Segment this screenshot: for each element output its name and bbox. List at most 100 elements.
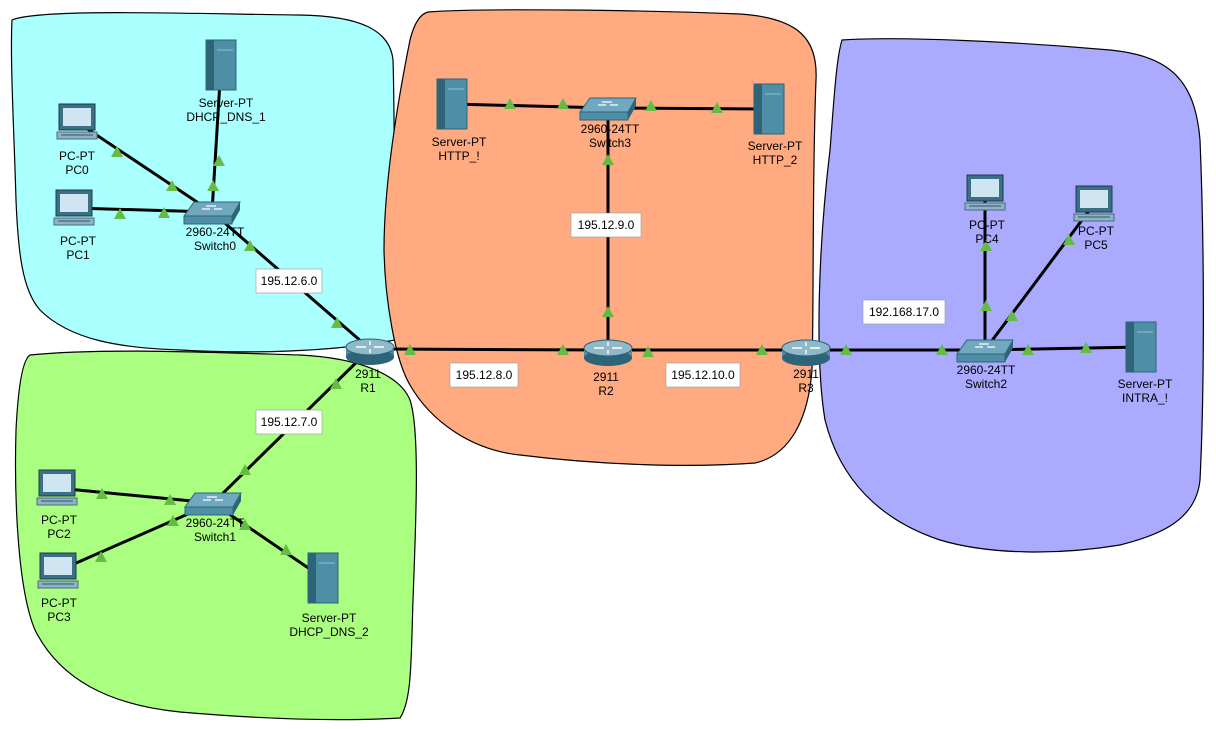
devices-layer: PC-PTPC0PC-PTPC1PC-PTPC2PC-PTPC3PC-PTPC4… — [36, 39, 1173, 639]
network-address: 195.12.7.0 — [261, 415, 318, 429]
server-icon — [307, 552, 339, 604]
port-up-indicator — [602, 154, 614, 165]
intra-model-label: Server-PT — [1118, 377, 1173, 391]
port-up-indicator — [114, 208, 126, 219]
network-address: 195.12.9.0 — [578, 218, 635, 232]
http2-model-label: Server-PT — [748, 139, 803, 153]
network-label: 195.12.8.0 — [449, 362, 519, 388]
port-up-indicator — [1063, 234, 1075, 245]
sw2-name-label: Switch2 — [965, 377, 1007, 391]
port-up-indicator — [331, 317, 343, 328]
r1-model-label: 2911 — [355, 367, 381, 381]
network-labels-layer: 195.12.6.0195.12.7.0195.12.8.0195.12.9.0… — [255, 212, 946, 435]
port-up-indicator — [166, 180, 178, 191]
pc2-name-label: PC2 — [47, 527, 71, 541]
port-up-indicator — [1080, 342, 1092, 353]
pc2-model-label: PC-PT — [41, 513, 78, 527]
port-up-indicator — [158, 207, 170, 218]
port-up-indicator — [1022, 344, 1034, 355]
pc-icon — [56, 103, 98, 140]
zone-blue — [818, 38, 1204, 553]
port-up-indicator — [756, 344, 768, 355]
port-up-indicator — [330, 378, 342, 389]
link-http2-sw3 — [607, 106, 770, 111]
switch-icon — [183, 201, 241, 225]
port-up-indicator — [280, 544, 292, 555]
router-icon — [345, 338, 395, 365]
dhcp1-model-label: Server-PT — [199, 96, 254, 110]
router-icon — [781, 339, 831, 366]
dhcp1-name-label: DHCP_DNS_1 — [186, 110, 266, 124]
network-address: 192.168.17.0 — [869, 305, 939, 319]
sw0-name-label: Switch0 — [194, 239, 236, 253]
port-up-indicator — [504, 98, 516, 109]
pc3-model-label: PC-PT — [41, 596, 78, 610]
network-label: 195.12.7.0 — [255, 409, 323, 435]
dhcp2-name-label: DHCP_DNS_2 — [289, 625, 369, 639]
port-up-indicator — [711, 102, 723, 113]
server-icon — [753, 83, 785, 135]
port-up-indicator — [642, 346, 654, 357]
pc5-name-label: PC5 — [1084, 238, 1108, 252]
pc1-name-label: PC1 — [66, 248, 90, 262]
network-label: 195.12.9.0 — [570, 212, 642, 238]
sw1-model-label: 2960-24TT — [186, 516, 245, 530]
server-icon — [436, 78, 468, 130]
port-up-indicator — [557, 98, 569, 109]
port-up-indicator — [980, 300, 992, 311]
sw2-model-label: 2960-24TT — [957, 363, 1016, 377]
port-up-indicator — [936, 344, 948, 355]
port-up-indicator — [213, 155, 225, 166]
port-up-indicator — [980, 240, 992, 251]
pc4-name-label: PC4 — [975, 232, 999, 246]
switch-icon — [579, 97, 637, 121]
r1-name-label: R1 — [360, 381, 376, 395]
pc-icon — [36, 469, 78, 506]
pc1-model-label: PC-PT — [60, 234, 97, 248]
sw0-model-label: 2960-24TT — [186, 225, 245, 239]
r2-name-label: R2 — [598, 384, 614, 398]
port-up-indicator — [167, 515, 179, 526]
link-pc2-sw1 — [56, 486, 214, 505]
sw3-name-label: Switch3 — [589, 136, 631, 150]
ports-layer — [95, 98, 1092, 562]
server-icon — [1125, 321, 1157, 373]
link-pc0-sw0 — [76, 120, 213, 214]
network-address: 195.12.8.0 — [456, 368, 513, 382]
link-r1-r2 — [369, 347, 609, 352]
port-up-indicator — [96, 488, 108, 499]
dhcp2-model-label: Server-PT — [302, 611, 357, 625]
port-up-indicator — [111, 146, 123, 157]
port-up-indicator — [244, 240, 256, 251]
port-up-indicator — [95, 551, 107, 562]
port-up-indicator — [404, 344, 416, 355]
router-icon — [583, 339, 633, 366]
port-up-indicator — [645, 100, 657, 111]
pc-icon — [37, 552, 79, 589]
sw1-name-label: Switch1 — [194, 530, 236, 544]
http1-model-label: Server-PT — [432, 135, 487, 149]
port-up-indicator — [602, 306, 614, 317]
http2-name-label: HTTP_2 — [753, 153, 798, 167]
link-pc5-sw2 — [983, 203, 1096, 351]
port-up-indicator — [239, 464, 251, 475]
